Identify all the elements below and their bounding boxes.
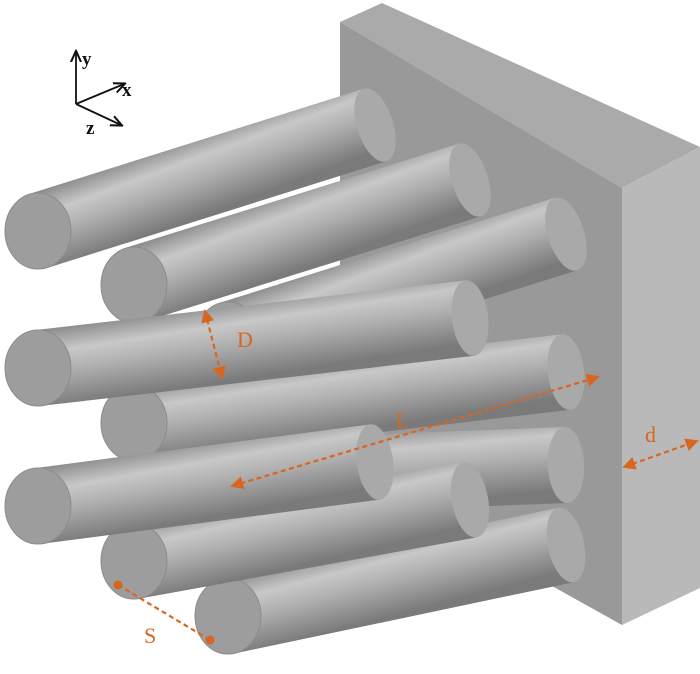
x-axis-arrow [75, 84, 124, 105]
rod-row1-col3-far-cap [545, 197, 587, 271]
diameter-dimension-line [201, 309, 226, 380]
rod-row2-col1-far-cap [451, 280, 489, 356]
rod-row1-col2 [100, 143, 491, 324]
rod-row3-col3-far-cap [546, 507, 586, 583]
x-axis-label: x [122, 80, 132, 101]
rod-row3-col3-end-face [194, 577, 262, 655]
z-axis-arrow [75, 103, 121, 125]
diameter-label: D [237, 327, 253, 352]
rod-row1-col2-surface [122, 143, 482, 322]
rod-row2-col1 [4, 280, 489, 407]
rod-row1-col1-end-face [4, 192, 72, 270]
spacing-label: S [144, 623, 156, 648]
length-label: L [396, 408, 409, 433]
length-dimension-line [230, 373, 600, 490]
rod-row1-col1-surface [26, 88, 387, 268]
plate-side-face [622, 147, 700, 625]
z-axis-label: z [86, 118, 95, 139]
rod-row1-col2-body [122, 143, 491, 322]
annotations: D L d S [113, 309, 699, 648]
thickness-dimension-line [622, 438, 699, 470]
rod-row2-col1-body [33, 280, 489, 406]
rod-row1-col1-body [26, 88, 396, 268]
thickness-label: d [645, 422, 656, 447]
rod-row1-col1 [4, 88, 396, 270]
rod-row2-col1-end-face [4, 329, 72, 407]
spacing-center-point-2 [205, 635, 215, 645]
rod-row1-col2-far-cap [449, 143, 491, 217]
y-axis-label: y [82, 49, 92, 70]
rod-row3-col3 [194, 507, 586, 655]
coordinate-axes: y x z [76, 49, 132, 139]
rod-row3-col3-surface [220, 507, 574, 654]
rod-row3-col1-end-face [4, 467, 72, 545]
spacing-center-point-1 [113, 580, 123, 590]
plate-top-face [340, 3, 700, 188]
rod-row3-col2-surface [127, 462, 477, 599]
rod-row3-col3-body [220, 507, 586, 654]
spacing-dimension-line [117, 584, 211, 641]
rod-row1-col2-end-face [100, 246, 168, 324]
rod-row2-col1-surface [33, 280, 475, 406]
rod-row1-col1-far-cap [354, 88, 396, 162]
